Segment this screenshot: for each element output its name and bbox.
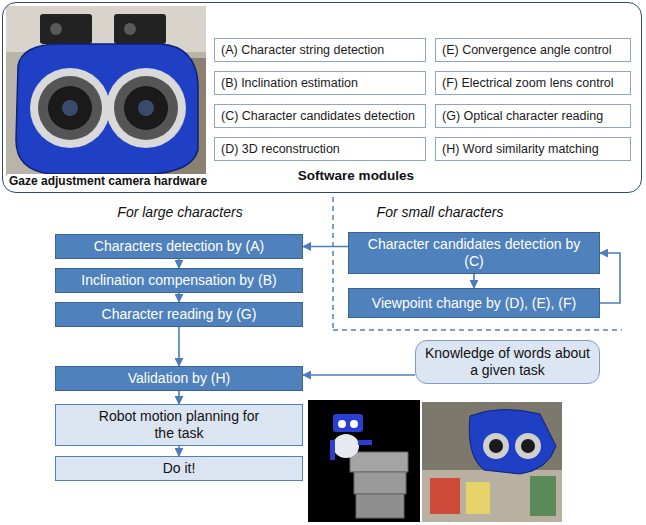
box-text: (A) Character string detection [221,43,384,58]
box-text: Character candidates detection by (C) [354,236,595,270]
module-box: (A) Character string detection [214,38,426,62]
shelf-box [350,452,408,472]
robot-simulation-image [308,400,420,522]
robot-eye [338,420,346,428]
process-box: Character reading by (G) [55,302,303,327]
flow-arrow [178,327,180,366]
box-text: Character reading by (G) [94,306,265,323]
camera-photo [6,6,206,176]
dashed-line [332,197,334,330]
lens-glass [48,86,92,130]
robot-head [16,44,198,174]
section-label: For large characters [80,204,280,220]
shelf-box [356,494,404,518]
small-lens [50,23,62,35]
flow-arrow [178,391,180,404]
process-box: Validation by (H) [55,366,303,391]
lens-glass [489,439,503,453]
lens-barrel [38,76,102,140]
box-text: (E) Convergence angle control [442,43,612,58]
lens-center [138,100,154,116]
flow-arrow [178,259,180,268]
hardware-software-panel: Gaze adjustment camera hardware Software … [2,2,642,193]
section-divider [333,197,622,330]
box-text: (F) Electrical zoom lens control [442,76,614,91]
module-box: (D) 3D reconstruction [214,137,426,161]
section-label: For small characters [340,204,540,220]
robot-photo [422,402,562,522]
lens-barrel [114,76,178,140]
knowledge-box: Knowledge of words about a given task [415,340,600,384]
module-box: (F) Electrical zoom lens control [435,71,631,95]
robot-arm [330,440,335,460]
box-text: Knowledge of words about a given task [416,345,599,379]
robot-head [333,414,363,432]
small-lens [124,23,136,35]
lens-glass [124,86,168,130]
shelf-box [354,472,406,494]
robot-head [469,409,556,474]
caption-text: Gaze adjustment camera hardware [7,174,209,188]
lens-ring [30,68,110,148]
lens-glass [521,439,535,453]
photo-ground [6,6,206,176]
flow-arrow [303,246,348,248]
robot-eye [350,420,358,428]
photo-ground [422,402,562,522]
flow-arrow [178,446,180,456]
box-text: Viewpoint change by (D), (E), (F) [364,295,584,312]
lens [483,433,509,459]
module-box: (C) Character candidates detection [214,104,426,128]
box-text: Robot motion planning for the task [89,408,270,442]
module-box: (H) Word similarity matching [435,137,631,161]
box-text: Inclination compensation by (B) [73,272,284,289]
shelf [422,470,562,522]
plan-box: Robot motion planning for the task [55,404,303,446]
box-text: (H) Word similarity matching [442,142,599,157]
flow-arrow [303,374,415,376]
box-text: Characters detection by (A) [86,238,272,255]
process-box: Inclination compensation by (B) [55,268,303,293]
process-box: Character candidates detection by (C) [348,232,600,274]
caption-text: Software modules [256,168,456,183]
process-box: Viewpoint change by (D), (E), (F) [348,288,600,318]
camera-box [114,14,166,44]
box-text: (C) Character candidates detection [221,109,415,124]
shelf-item [466,482,490,514]
dashed-line [333,329,622,331]
module-box: (E) Convergence angle control [435,38,631,62]
camera-box [40,14,92,44]
module-box: (B) Inclination estimation [214,71,426,95]
box-text: Do it! [155,460,204,477]
shelf-item [430,478,460,514]
lens-ring [106,68,186,148]
module-box: (G) Optical character reading [435,104,631,128]
lens-center [62,100,78,116]
box-text: (B) Inclination estimation [221,76,358,91]
box-text: (D) 3D reconstruction [221,142,340,157]
action-box: Do it! [55,456,303,481]
robot-arm [358,440,372,445]
robot-body [333,434,359,458]
shelf-item [530,476,556,516]
flow-arrow [178,293,180,302]
image-ground [308,400,420,522]
lens [515,433,541,459]
box-text: (G) Optical character reading [442,109,603,124]
flow-arrow [600,253,620,303]
box-text: Validation by (H) [120,370,238,387]
process-box: Characters detection by (A) [55,234,303,259]
flow-arrow [473,274,475,288]
